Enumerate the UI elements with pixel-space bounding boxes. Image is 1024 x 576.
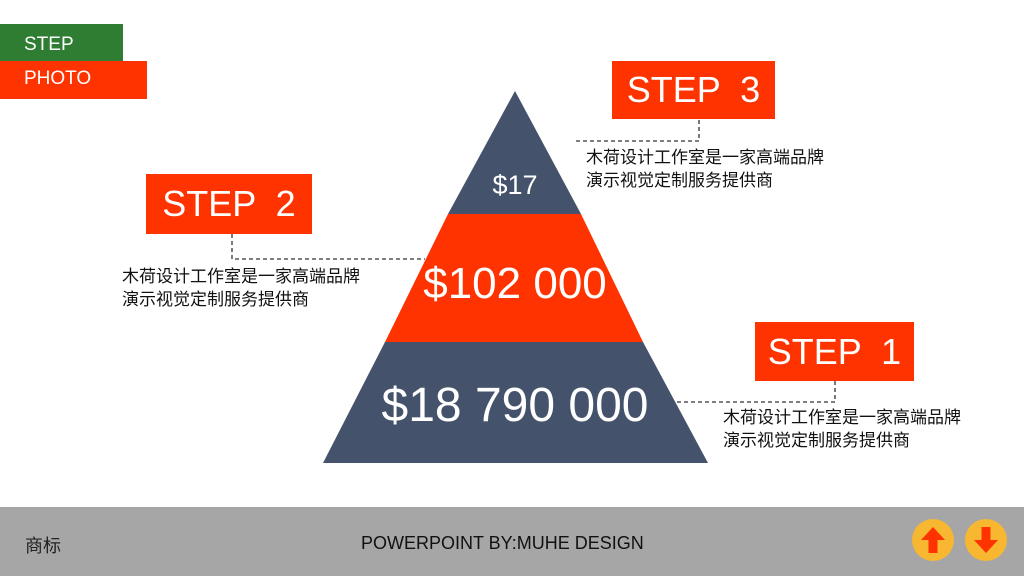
pyramid-top-level <box>448 91 581 214</box>
step-tag: STEP <box>0 24 123 62</box>
pyramid-middle-level <box>385 214 643 342</box>
pyramid-bottom-level <box>323 342 708 463</box>
next-slide-button[interactable] <box>965 519 1007 561</box>
photo-tag-label: PHOTO <box>24 68 92 89</box>
step-3-label-box: STEP 3 <box>612 61 775 119</box>
step-tag-label: STEP <box>24 34 74 55</box>
arrow-down-icon <box>974 527 998 553</box>
step-3-description: 木荷设计工作室是一家高端品牌演示视觉定制服务提供商 <box>586 148 824 191</box>
step-1-label-box: STEP 1 <box>755 322 914 381</box>
previous-slide-button[interactable] <box>912 519 954 561</box>
connector-step2 <box>231 234 425 260</box>
step-2-label-box: STEP 2 <box>146 174 312 234</box>
connector-step3 <box>575 120 700 142</box>
step-2-description: 木荷设计工作室是一家高端品牌演示视觉定制服务提供商 <box>122 267 360 310</box>
footer-bar: 商标 POWERPOINT BY:MUHE DESIGN <box>0 507 1024 576</box>
step-1-description: 木荷设计工作室是一家高端品牌演示视觉定制服务提供商 <box>723 408 961 451</box>
pyramid-bottom-value: $18 790 000 <box>382 379 649 432</box>
photo-tag: PHOTO <box>0 61 147 99</box>
logo-label: 商标 <box>25 536 61 557</box>
pyramid-diagram: $17 $102 000 $18 790 000 <box>231 91 836 463</box>
pyramid-top-value: $17 <box>492 170 537 200</box>
connector-step1 <box>675 381 836 403</box>
arrow-up-icon <box>921 527 945 553</box>
pyramid-middle-value: $102 000 <box>423 259 607 308</box>
footer-title: POWERPOINT BY:MUHE DESIGN <box>361 533 644 553</box>
